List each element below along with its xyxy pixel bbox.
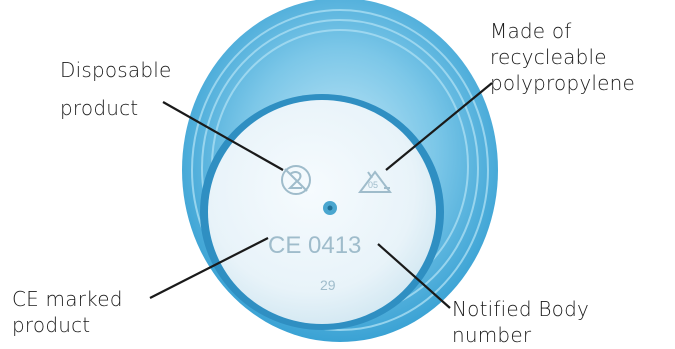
notified-label: Notified Body number bbox=[452, 296, 589, 348]
batch-number: 29 bbox=[320, 277, 336, 293]
notified-line2: number bbox=[452, 322, 589, 348]
disposable-line1: Disposable bbox=[60, 56, 172, 84]
disposable-line2: product bbox=[60, 94, 172, 122]
ce-line2: product bbox=[12, 312, 123, 338]
recyclable-line1: Made of bbox=[490, 18, 635, 44]
ce-code-embossing: CE 0413 bbox=[268, 232, 361, 259]
recyclable-line3: polypropylene bbox=[490, 70, 635, 96]
ce-label: CE marked product bbox=[12, 286, 123, 338]
ce-line1: CE marked bbox=[12, 286, 123, 312]
recyclable-label: Made of recycleable polypropylene bbox=[490, 18, 635, 96]
notified-line1: Notified Body bbox=[452, 296, 589, 322]
disposable-label: Disposable product bbox=[60, 56, 172, 122]
recycle-code: 05 bbox=[368, 180, 378, 190]
recyclable-line2: recycleable bbox=[490, 44, 635, 70]
